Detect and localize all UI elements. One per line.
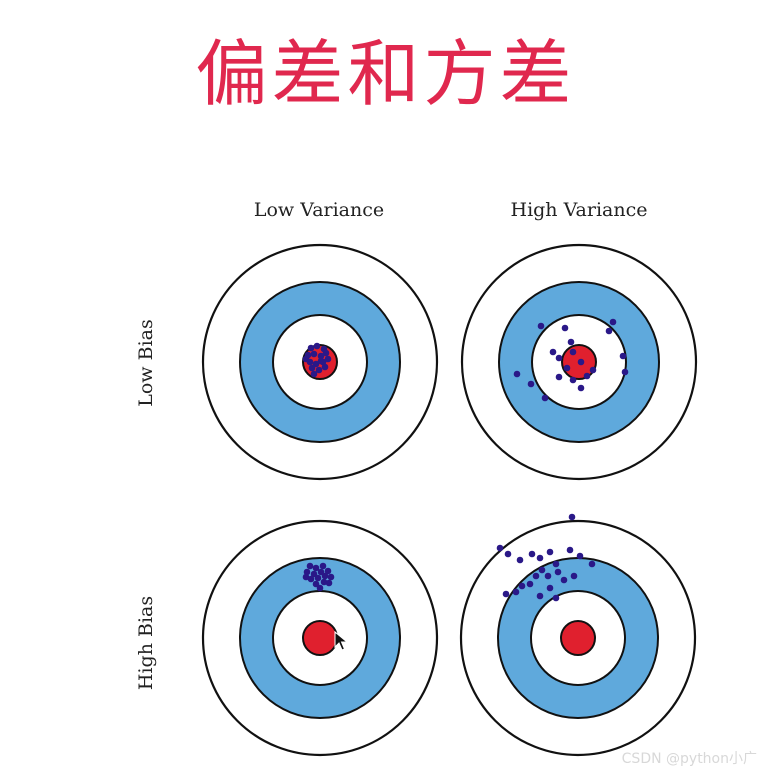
shot-dot xyxy=(561,324,569,332)
shot-dot xyxy=(302,355,310,363)
shot-dot xyxy=(324,567,332,575)
shot-dot xyxy=(569,376,577,384)
shot-dot xyxy=(317,357,325,365)
shot-dot xyxy=(555,373,563,381)
shot-dot xyxy=(605,327,613,335)
target-low-bias-high-variance xyxy=(460,243,698,481)
shot-dot xyxy=(321,363,329,371)
shot-dot xyxy=(324,355,332,363)
shot-dot xyxy=(310,350,318,358)
shot-dot xyxy=(321,572,329,580)
shot-dot xyxy=(570,572,578,580)
shot-dot xyxy=(302,573,310,581)
shot-dot xyxy=(327,573,335,581)
shot-dot xyxy=(546,548,554,556)
shot-dot xyxy=(563,364,571,372)
shot-dot xyxy=(621,368,629,376)
shot-dot xyxy=(526,580,534,588)
shot-dot xyxy=(528,550,536,558)
shot-dot xyxy=(502,590,510,598)
shot-dot xyxy=(307,575,315,583)
shot-dot xyxy=(513,370,521,378)
shot-dot xyxy=(552,560,560,568)
shot-dot xyxy=(549,348,557,356)
shot-dot xyxy=(546,584,554,592)
shot-dot xyxy=(516,556,524,564)
shot-dot xyxy=(555,354,563,362)
shot-dot xyxy=(619,352,627,360)
shot-dot xyxy=(496,544,504,552)
shot-dot xyxy=(609,318,617,326)
target-high-bias-low-variance xyxy=(201,519,439,757)
shot-dot xyxy=(569,348,577,356)
shot-dot xyxy=(518,582,526,590)
shot-dot xyxy=(314,574,322,582)
column-label-high-variance: High Variance xyxy=(510,199,648,221)
shot-dot xyxy=(577,384,585,392)
shot-dot xyxy=(319,562,327,570)
shot-dot xyxy=(536,554,544,562)
shot-dot xyxy=(310,370,318,378)
target-high-bias-high-variance xyxy=(459,513,697,757)
shot-dot xyxy=(566,546,574,554)
shot-dot xyxy=(325,579,333,587)
shot-dot xyxy=(303,568,311,576)
shot-dot xyxy=(577,358,585,366)
shot-dot xyxy=(512,588,520,596)
shot-dot xyxy=(317,352,325,360)
shot-dot xyxy=(583,372,591,380)
shot-dot xyxy=(554,568,562,576)
shot-dot xyxy=(312,360,320,368)
shot-dot xyxy=(589,366,597,374)
shot-dot xyxy=(576,552,584,560)
target-low-bias-low-variance xyxy=(201,243,439,481)
shot-dot xyxy=(560,576,568,584)
shot-dot xyxy=(504,550,512,558)
shot-dot xyxy=(538,566,546,574)
shot-dot xyxy=(310,570,318,578)
bullseye xyxy=(560,620,596,656)
shot-dot xyxy=(537,322,545,330)
shot-dot xyxy=(552,594,560,602)
shot-dot xyxy=(527,380,535,388)
shot-dot xyxy=(308,364,316,372)
watermark: CSDN @python小广 xyxy=(621,751,757,767)
shot-dot xyxy=(312,564,320,572)
shot-dot xyxy=(317,568,325,576)
shot-dot xyxy=(567,338,575,346)
column-label-low-variance: Low Variance xyxy=(253,199,385,221)
shot-dot xyxy=(306,562,314,570)
shot-dot xyxy=(322,349,330,357)
shot-dot xyxy=(588,560,596,568)
mouse-cursor-icon xyxy=(334,630,349,651)
shot-dot xyxy=(313,342,321,350)
shot-dot xyxy=(568,513,576,521)
shot-dot xyxy=(544,572,552,580)
shot-dot xyxy=(316,584,324,592)
bullseye xyxy=(302,620,338,656)
shot-dot xyxy=(307,344,315,352)
shot-dot xyxy=(532,572,540,580)
shot-dot xyxy=(312,580,320,588)
shot-dot xyxy=(320,578,328,586)
shot-dot xyxy=(541,394,549,402)
page-title: 偏差和方差 xyxy=(195,32,576,116)
shot-dot xyxy=(536,592,544,600)
shot-dot xyxy=(315,366,323,374)
